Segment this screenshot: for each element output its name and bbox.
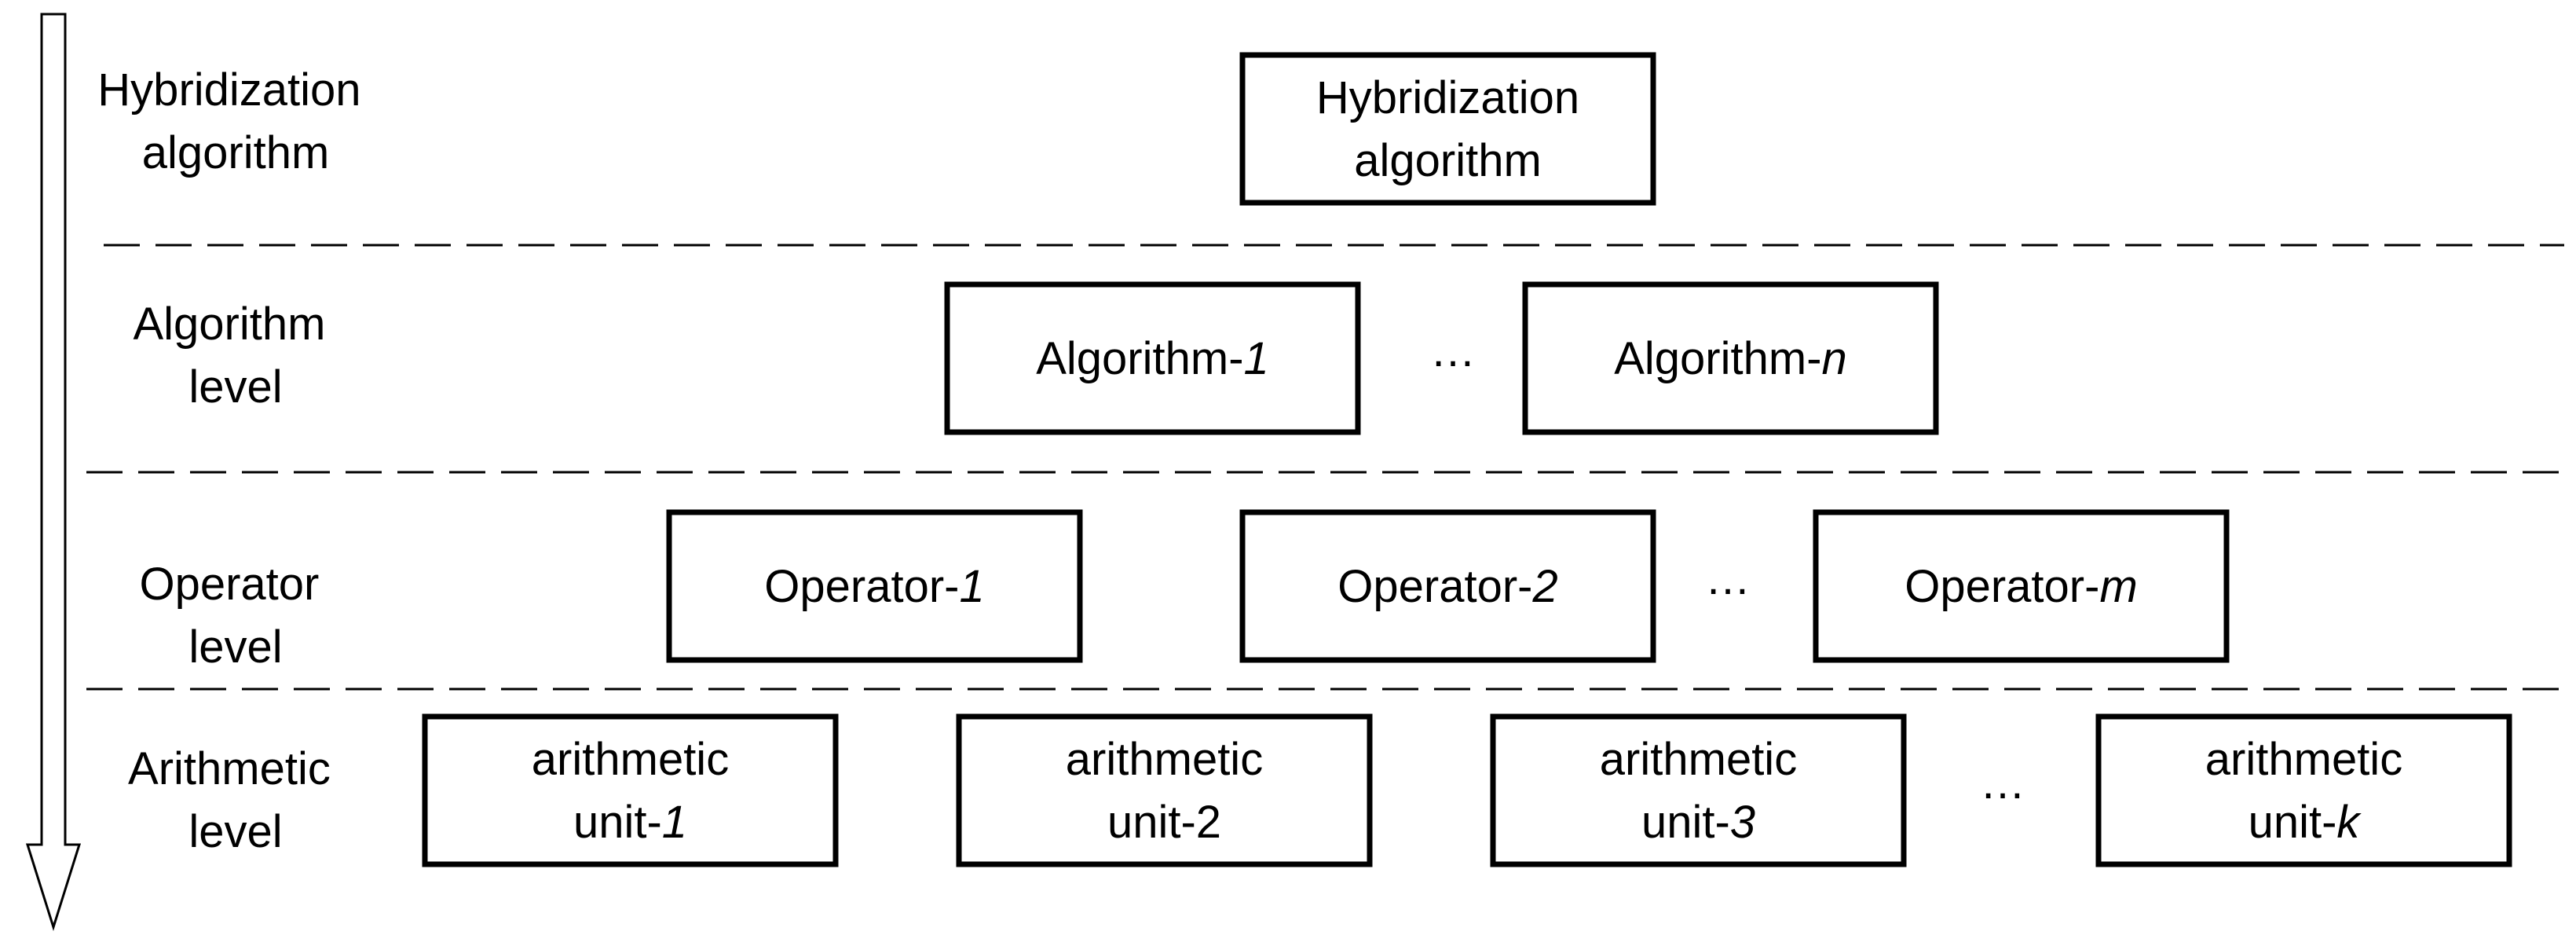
diagram-box: arithmetic unit-k — [2095, 713, 2512, 867]
box-label: arithmetic — [1066, 734, 1263, 785]
box-label-index: n — [1822, 333, 1847, 384]
box-frame — [1490, 713, 1907, 867]
box-label: unit-3 — [1641, 797, 1755, 848]
box-frame — [944, 281, 1361, 435]
box-label-text: Algorithm- — [1036, 333, 1243, 384]
level-label-line: Algorithm — [133, 299, 325, 350]
level-label-algorithm: Algorithm level — [133, 299, 338, 412]
level-label-line: algorithm — [142, 127, 330, 178]
box-label-text: unit- — [573, 797, 662, 848]
level-label-line: Hybridization — [97, 64, 360, 116]
box-frame — [1239, 52, 1656, 206]
box-label-text: Operator- — [1337, 561, 1532, 612]
box-frame — [1239, 509, 1656, 663]
box-label-index: 1 — [662, 797, 687, 848]
box-label-text: Operator- — [1905, 561, 2099, 612]
diagram-box: arithmetic unit-2 — [956, 713, 1373, 867]
box-label: Algorithm-1 — [1036, 333, 1269, 384]
box-label: unit-2 — [1107, 797, 1221, 848]
box-label: algorithm — [1354, 135, 1542, 186]
diagram-box: Algorithm-1 — [944, 281, 1361, 435]
box-label-index: 1 — [1244, 333, 1269, 384]
box-label-text: unit- — [1641, 797, 1730, 848]
box-label: arithmetic — [1600, 734, 1797, 785]
box-label: unit-1 — [573, 797, 687, 848]
box-label: Hybridization — [1316, 72, 1579, 123]
level-label-operator: Operator level — [139, 559, 331, 673]
diagram-box: arithmetic unit-3 — [1490, 713, 1907, 867]
box-label-text: arithmetic — [1600, 734, 1797, 785]
level-label-line: level — [188, 622, 282, 673]
box-frame — [422, 713, 839, 867]
diagram-box: Hybridization algorithm — [1239, 52, 1656, 206]
box-label-text: unit- — [2249, 797, 2337, 848]
box-label: unit-k — [2249, 797, 2362, 848]
ellipsis: … — [1980, 757, 2025, 808]
level-label-line: Arithmetic — [128, 743, 331, 794]
box-frame — [956, 713, 1373, 867]
level-label-line: level — [188, 361, 282, 412]
box-frame — [2095, 713, 2512, 867]
box-label: Operator-1 — [764, 561, 984, 612]
box-label: Operator-2 — [1337, 561, 1557, 612]
level-label-arithmetic: Arithmetic level — [128, 743, 343, 857]
diagram-box: arithmetic unit-1 — [422, 713, 839, 867]
level-label-line: Operator — [139, 559, 319, 610]
box-label-text: Operator- — [764, 561, 959, 612]
diagram-items: HybridizationalgorithmAlgorithm-1…Algori… — [422, 52, 2512, 867]
box-frame — [666, 509, 1083, 663]
box-label: arithmetic — [2205, 734, 2402, 785]
box-label-index: m — [2099, 561, 2137, 612]
box-label-text: unit-2 — [1107, 797, 1221, 848]
box-label: arithmetic — [532, 734, 729, 785]
box-label-index: k — [2336, 797, 2362, 848]
box-label-index: 3 — [1730, 797, 1755, 848]
box-label-text: arithmetic — [1066, 734, 1263, 785]
box-label-text: Algorithm- — [1614, 333, 1821, 384]
ellipsis: … — [1705, 553, 1751, 604]
diagram-box: Operator-1 — [666, 509, 1083, 663]
diagram-box: Operator-m — [1813, 509, 2230, 663]
level-label-hybridization: Hybridization algorithm — [97, 64, 373, 178]
diagram-box: Algorithm-n — [1522, 281, 1939, 435]
box-label-text: algorithm — [1354, 135, 1542, 186]
box-frame — [1813, 509, 2230, 663]
diagram-box: Operator-2 — [1239, 509, 1656, 663]
level-label-line: level — [188, 806, 282, 857]
box-label-index: 1 — [959, 561, 984, 612]
ellipsis: … — [1430, 325, 1476, 376]
box-label-text: arithmetic — [532, 734, 729, 785]
box-label: Algorithm-n — [1614, 333, 1847, 384]
box-label-text: arithmetic — [2205, 734, 2402, 785]
box-label: Operator-m — [1905, 561, 2138, 612]
box-frame — [1522, 281, 1939, 435]
down-arrow-icon — [25, 13, 82, 932]
box-label-index: 2 — [1531, 561, 1557, 612]
box-label-text: Hybridization — [1316, 72, 1579, 123]
